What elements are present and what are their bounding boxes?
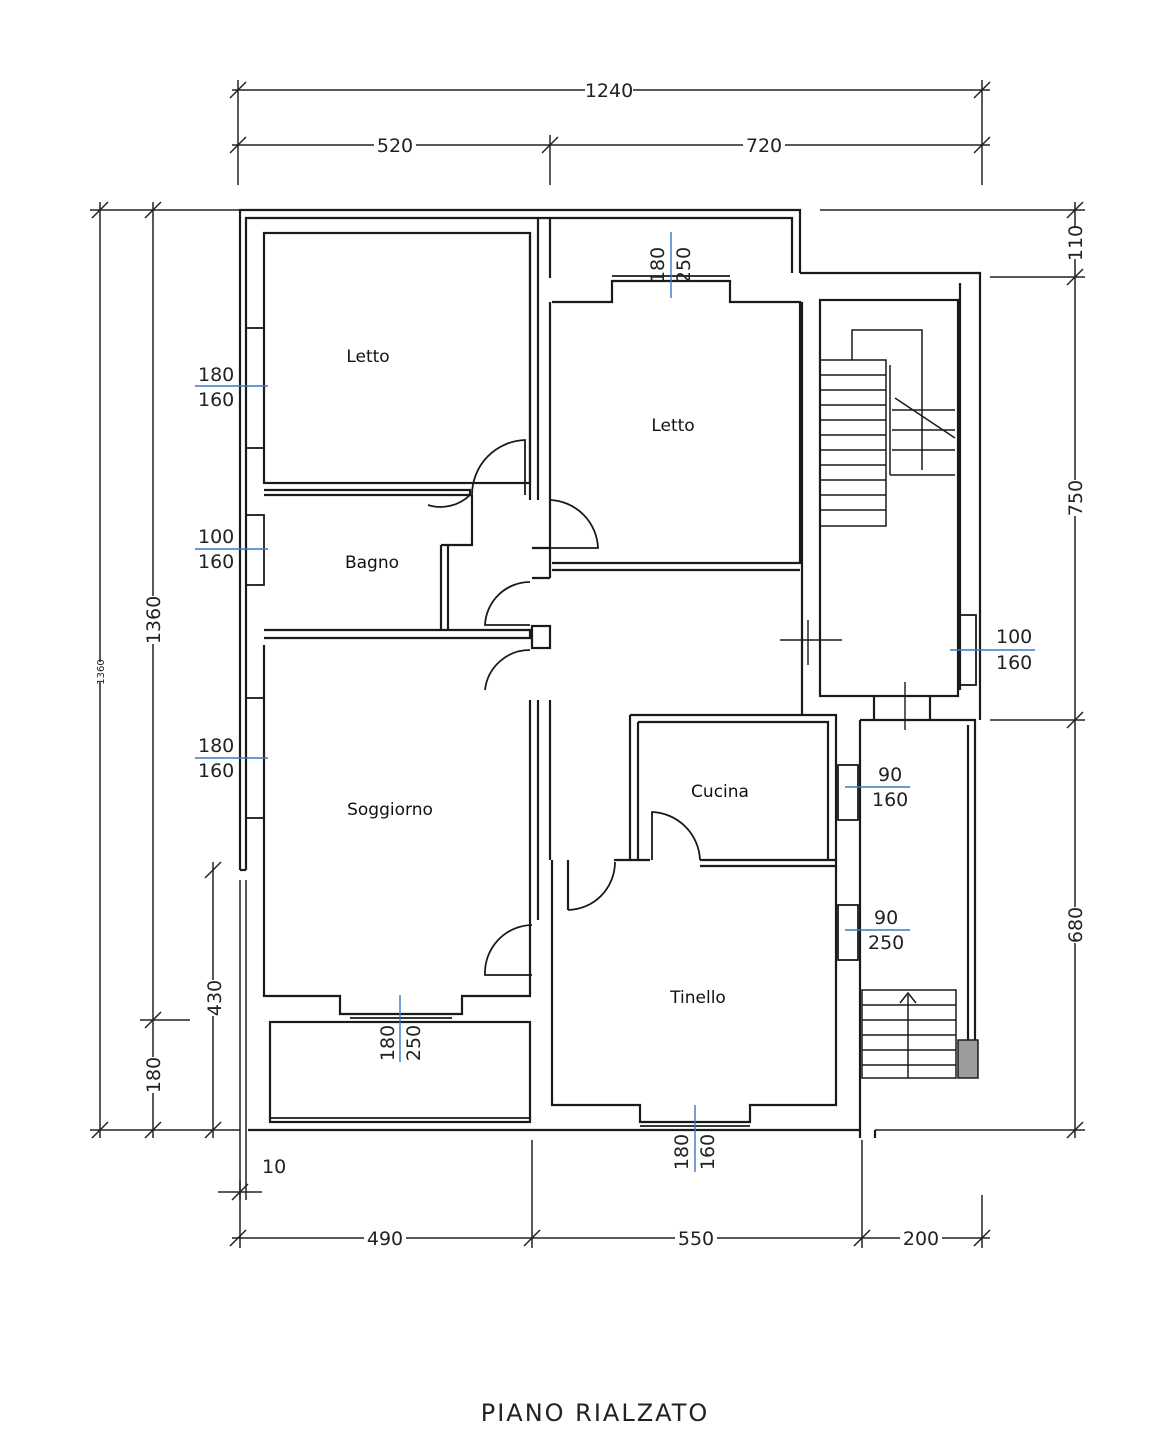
win-tinello-side-w: 90 xyxy=(874,907,898,929)
dim-top-right: 720 xyxy=(746,135,782,157)
room-bagno: Bagno xyxy=(345,553,399,573)
win-soggiorno-h: 160 xyxy=(198,760,234,782)
win-tinello-bottom-h: 160 xyxy=(697,1134,719,1170)
door-tinello-2 xyxy=(484,924,533,976)
dim-right-110: 110 xyxy=(1065,225,1087,261)
win-balcony-top-w: 180 xyxy=(647,247,669,283)
room-tinello: Tinello xyxy=(669,988,726,1008)
win-letto1-h: 160 xyxy=(198,389,234,411)
dimension-lines xyxy=(90,80,1085,1248)
dim-left-430: 430 xyxy=(204,980,226,1016)
plan-title: PIANO RIALZATO xyxy=(481,1399,710,1427)
dim-gap-10: 10 xyxy=(262,1156,286,1178)
room-letto-2: Letto xyxy=(651,416,694,436)
win-balcony-bottom-h: 250 xyxy=(403,1025,425,1061)
room-cucina: Cucina xyxy=(691,782,749,802)
dim-right-750: 750 xyxy=(1065,480,1087,516)
dim-top-total: 1240 xyxy=(585,80,633,102)
win-cucina-w: 90 xyxy=(878,764,902,786)
dim-bottom-1: 490 xyxy=(367,1228,403,1250)
win-bagno-h: 160 xyxy=(198,551,234,573)
hatched-column xyxy=(957,1039,979,1079)
room-labels: Letto Letto Bagno Soggiorno Cucina Tinel… xyxy=(345,347,749,1008)
win-tinello-bottom-w: 180 xyxy=(671,1134,693,1170)
dim-bottom-2: 550 xyxy=(678,1228,714,1250)
win-tinello-side-h: 250 xyxy=(868,932,904,954)
window-labels: 180 160 100 160 180 160 100 160 90 160 9… xyxy=(198,247,1032,1170)
dim-left-outer: 1360 xyxy=(96,659,107,684)
stairs-upper xyxy=(820,329,956,527)
dim-left-180: 180 xyxy=(143,1057,165,1093)
win-stair-h: 160 xyxy=(996,652,1032,674)
dim-bottom-3: 200 xyxy=(903,1228,939,1250)
door-bagno-2 xyxy=(427,494,471,508)
stairs-lower xyxy=(861,989,957,1079)
dim-left-1360: 1360 xyxy=(143,596,165,644)
win-bagno-w: 100 xyxy=(198,526,234,548)
walls xyxy=(238,208,982,1138)
dim-right-680: 680 xyxy=(1065,907,1087,943)
win-stair-w: 100 xyxy=(996,626,1032,648)
room-letto-1: Letto xyxy=(346,347,389,367)
window-frames xyxy=(245,275,977,1127)
door-marker-lines xyxy=(780,620,906,730)
dimension-labels: 1240 520 720 490 550 200 10 1360 1360 43… xyxy=(96,80,1087,1250)
win-letto1-w: 180 xyxy=(198,364,234,386)
door-letto-2 xyxy=(549,499,599,549)
win-balcony-top-h: 250 xyxy=(673,247,695,283)
door-soggiorno-2 xyxy=(484,649,531,691)
door-swings xyxy=(427,439,701,976)
win-cucina-h: 160 xyxy=(872,789,908,811)
dim-top-left: 520 xyxy=(377,135,413,157)
door-bagno-1 xyxy=(471,439,526,496)
door-soggiorno-1 xyxy=(484,581,531,626)
win-balcony-bottom-w: 180 xyxy=(377,1025,399,1061)
door-cucina xyxy=(651,811,701,861)
win-soggiorno-w: 180 xyxy=(198,735,234,757)
room-soggiorno: Soggiorno xyxy=(347,800,433,820)
door-tinello-1 xyxy=(567,861,616,911)
window-label-lines xyxy=(195,232,1035,1172)
